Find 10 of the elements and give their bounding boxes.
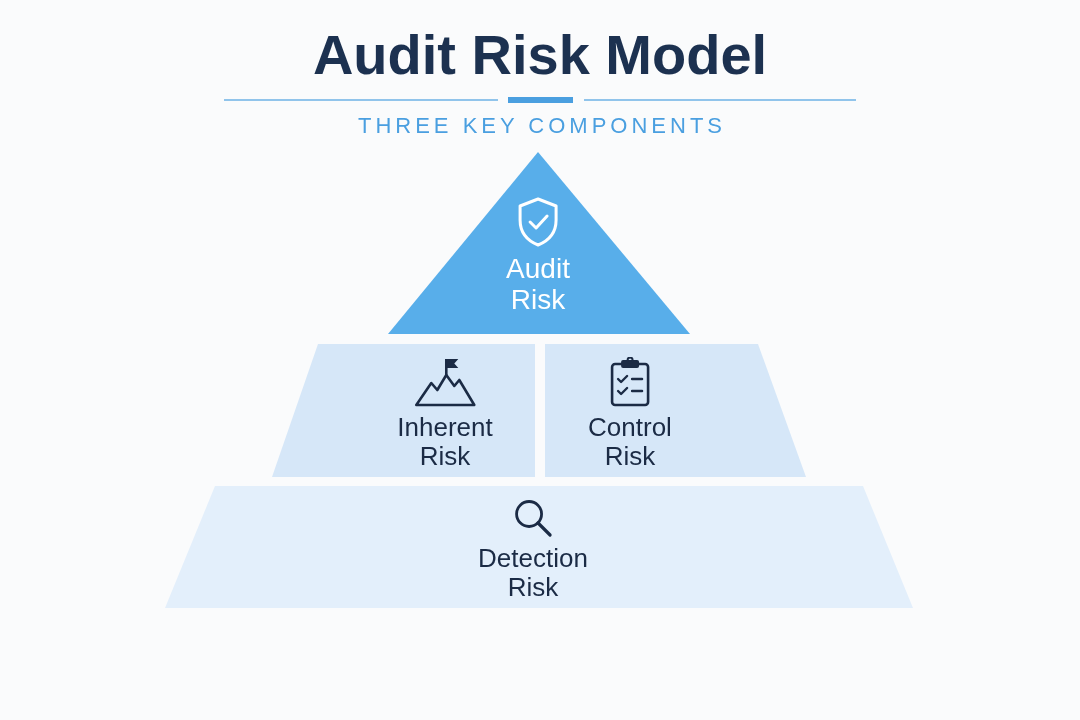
- subtitle: THREE KEY COMPONENTS: [356, 114, 727, 139]
- pyramid-base-tier: [165, 486, 913, 608]
- pyramid-tier-segment: [545, 344, 806, 477]
- tier-label: Detection Risk: [478, 544, 588, 602]
- pyramid-tier-segment: [272, 344, 535, 477]
- tier-label: Inherent Risk: [397, 413, 493, 471]
- tier-label: Control Risk: [588, 413, 672, 471]
- tier-label: Audit Risk: [506, 254, 570, 316]
- title: Audit Risk Model: [312, 24, 768, 86]
- pyramid-apex-triangle: [388, 152, 690, 334]
